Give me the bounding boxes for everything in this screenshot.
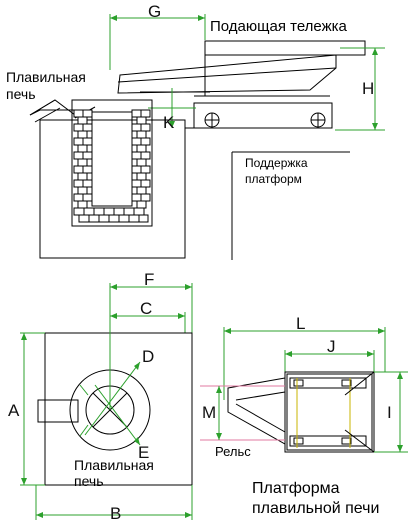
rail-lines [200,385,285,441]
dim-label-d: D [142,347,154,366]
furnace-top-label-line2: печь [6,86,36,102]
dimension-l: L [223,314,386,400]
furnace-section [29,99,186,259]
dimension-k: K [148,88,196,132]
dim-label-j: J [327,337,336,356]
bricks-bottom [73,207,149,223]
top-elevation: G Подающая тележка H [6,2,385,260]
platform-title-line2: плавильной печи [252,500,379,517]
support-label-line2: платформ [245,172,302,186]
pouring-spout [37,399,79,423]
dim-label-f: F [144,270,154,289]
dim-label-e: E [138,443,149,462]
dimension-h: H [335,47,385,131]
dimension-c: C [110,299,186,333]
furnace-bottom-label-line1: Плавильная [74,457,154,473]
dim-label-i: I [387,403,392,422]
dim-label-h: H [362,79,374,98]
platform-title-line1: Платформа [252,480,340,497]
support-label-line1: Поддержка [245,156,308,170]
furnace-bottom-label-line2: печь [74,473,104,489]
furnace-top-label-line1: Плавильная [6,69,86,85]
dim-label-c: C [140,299,152,318]
rail-label: Рельс [215,444,251,459]
cart-label: Подающая тележка [210,18,348,35]
dimension-f: F [109,270,193,386]
dimension-j: J [284,337,375,372]
feeding-cart [117,40,366,129]
bricks-right [131,109,151,209]
dimension-a: A [8,332,45,486]
furnace-plan [69,287,151,451]
dim-label-l: L [296,314,305,333]
dimension-b: B [35,485,193,523]
dim-label-b: B [110,504,121,523]
dim-label-a: A [8,401,20,420]
dim-label-k: K [163,113,175,132]
dim-label-g: G [148,2,161,21]
furnace-base [44,332,193,486]
dimension-i: I [374,371,408,453]
plan-view: F C A B [8,270,408,523]
dimension-g: G [109,2,206,70]
platform-support [184,127,350,260]
furnace-platform [227,371,375,453]
bricks-left [73,109,93,209]
dimension-m: M [202,386,222,440]
dim-label-m: M [202,403,216,422]
